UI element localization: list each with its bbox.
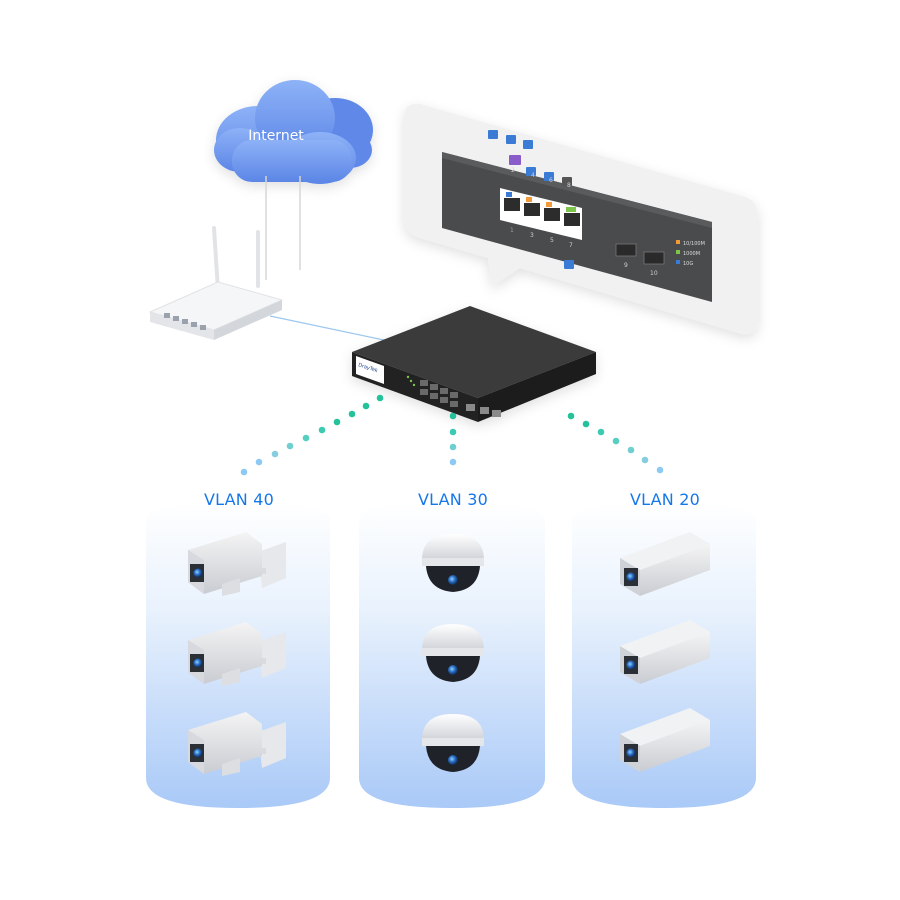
dome-camera-icon: [422, 714, 484, 772]
bullet-camera-icon: [188, 622, 286, 686]
legend-10-100m: 10/100M: [683, 241, 705, 247]
port-num-6: 6: [549, 177, 553, 184]
internet-uplink-lines: [265, 176, 301, 280]
router: [148, 226, 284, 340]
bullet-camera-icon: [188, 712, 286, 776]
box-camera-icon: [620, 708, 710, 772]
port-num-1: 1: [510, 227, 514, 234]
box-camera-icon: [620, 620, 710, 684]
port-num-8: 8: [567, 182, 571, 189]
sfp-ports-zoom: [615, 243, 665, 265]
legend-1000m: 1000M: [683, 251, 700, 257]
router-switch-link: [269, 315, 385, 341]
switch-front-panel-zoom: 10/100M 1000M 10G 2 4 6 8 1 3 5 7 9 10: [442, 130, 712, 302]
internet-cloud: [214, 80, 373, 184]
port-status-icons: [488, 130, 574, 269]
bullet-camera-icon: [188, 532, 286, 596]
port-num-5: 5: [550, 237, 554, 244]
vlan-20-label: VLAN 20: [630, 490, 700, 509]
port-num-3: 3: [530, 232, 534, 239]
speed-legend-swatches: [676, 240, 680, 264]
vlan-20-connector: [567, 412, 664, 474]
vlan-40-label: VLAN 40: [204, 490, 274, 509]
port-num-7: 7: [569, 242, 573, 249]
sfp-num-9: 9: [624, 262, 628, 269]
poe-switch: [352, 306, 596, 422]
sfp-num-10: 10: [650, 270, 658, 277]
dome-camera-icon: [422, 534, 484, 592]
port-num-2: 2: [511, 167, 515, 174]
vlan-30-label: VLAN 30: [418, 490, 488, 509]
cloud-label: Internet: [248, 128, 304, 144]
dome-camera-icon: [422, 624, 484, 682]
switch-brand: DrayTek: [357, 362, 378, 374]
box-camera-icon: [620, 532, 710, 596]
vlan-30-connector: [449, 412, 457, 466]
port-num-4: 4: [531, 172, 535, 179]
rj45-ports-zoom: [504, 192, 580, 226]
legend-10g: 10G: [683, 261, 693, 267]
vlan-40-connector: [240, 394, 384, 476]
